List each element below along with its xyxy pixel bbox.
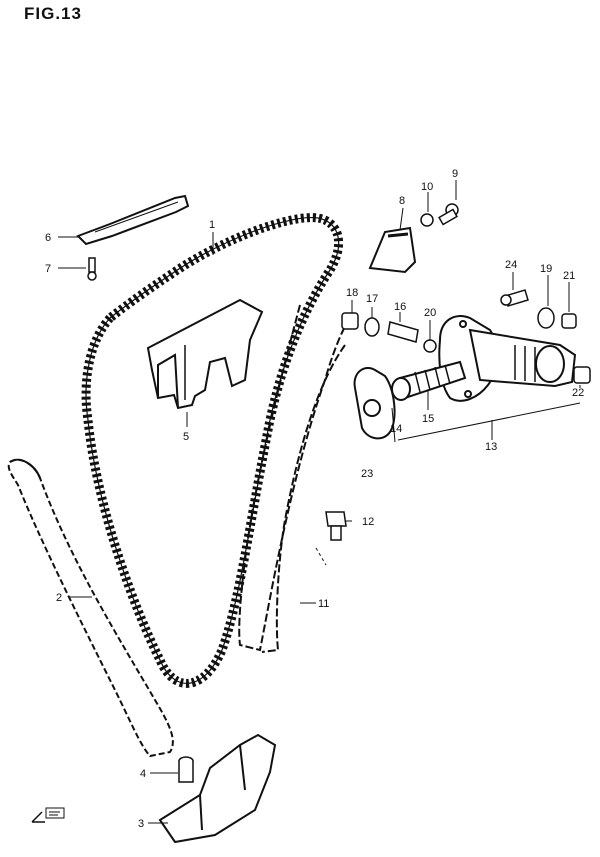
guide-pin: [178, 756, 194, 783]
tensioner-guide: [7, 458, 174, 758]
callout-17: 17: [366, 293, 378, 305]
callout-13: 13: [485, 441, 497, 453]
callout-4: 4: [140, 768, 146, 780]
tensioner-bolt: [500, 289, 529, 307]
callout-21: 21: [563, 270, 575, 282]
callout-labels: 1 2 3 4 5 6 7 8 9 10 11 12 13 14 15 16 1…: [45, 168, 584, 830]
callout-10: 10: [421, 181, 433, 193]
middle-chain-guide: [146, 298, 264, 410]
callout-5: 5: [183, 431, 189, 443]
callout-6: 6: [45, 232, 51, 244]
washer-and-bolt: [420, 203, 459, 227]
callout-16: 16: [394, 301, 406, 313]
figure-title: FIG.13: [24, 4, 82, 23]
callout-8: 8: [399, 195, 405, 207]
rubber-cushion: [368, 226, 417, 274]
front-chain-guide: [238, 304, 351, 653]
guide-bolt: [87, 257, 97, 281]
cam-chain-tensioner: [438, 315, 577, 402]
callout-22: 22: [572, 387, 584, 399]
upper-chain-guide: [76, 194, 190, 246]
tensioner-small-parts: [341, 312, 437, 353]
callout-18: 18: [346, 287, 358, 299]
callout-15: 15: [422, 413, 434, 425]
tensioner-gasket: [353, 367, 396, 440]
callout-11: 11: [318, 598, 329, 610]
callout-3: 3: [138, 818, 144, 830]
callout-1: 1: [209, 219, 215, 231]
callout-19: 19: [540, 263, 552, 275]
callout-24: 24: [505, 259, 517, 271]
callout-2: 2: [56, 592, 62, 604]
callout-23: 23: [361, 468, 373, 480]
callout-14: 14: [390, 423, 402, 435]
callout-7: 7: [45, 263, 51, 275]
guide-mount-bolt: [325, 511, 347, 541]
callout-20: 20: [424, 307, 436, 319]
tensioner-end-nut: [573, 366, 591, 384]
front-arrow-icon: [31, 807, 65, 823]
tensioner-plunger: [391, 360, 467, 401]
leader-lines: [58, 180, 581, 824]
callout-9: 9: [452, 168, 458, 180]
tensioner-seal-and-cap: [537, 307, 577, 329]
lower-guide-bracket: [158, 733, 277, 844]
callout-12: 12: [362, 516, 374, 528]
